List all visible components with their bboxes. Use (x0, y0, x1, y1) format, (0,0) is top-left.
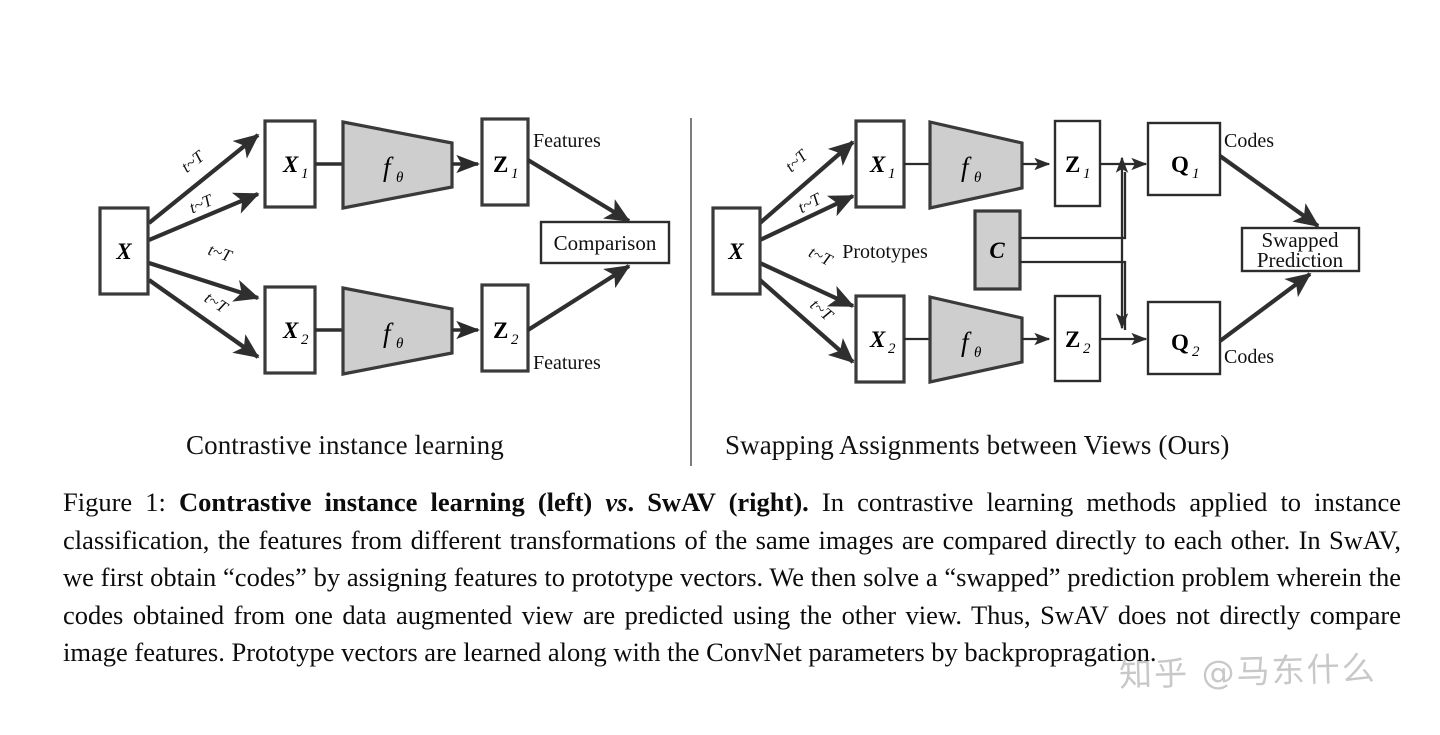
left-view-box-1-label: X (282, 152, 299, 177)
left-feature-box-2-label: Z (493, 318, 508, 343)
right-encoder-1-sub: θ (974, 170, 982, 186)
swapped-prediction-line2: Prediction (1257, 248, 1344, 272)
left-encoder-2-label: f (383, 318, 394, 348)
left-arrow-z1-comparison (526, 158, 631, 223)
left-encoder-2: f θ (341, 286, 454, 376)
left-features-annotation-bottom: Features (533, 352, 601, 374)
left-encoder-1-label: f (383, 152, 394, 182)
panel-caption-left: Contrastive instance learning (186, 430, 504, 460)
right-feature-box-1-label: Z (1065, 152, 1080, 177)
right-view-box-2-sub: 2 (888, 341, 896, 357)
right-view-box-1: X 1 (854, 119, 906, 209)
left-feature-box-1: Z 1 (480, 117, 530, 207)
figure-caption: Figure 1: Contrastive instance learning … (63, 484, 1401, 672)
left-source-box-label: X (115, 239, 132, 264)
swav-figure-diagram: X t~T t~T t~T t~T X 1 X 2 (98, 117, 1361, 466)
left-feature-box-2-sub: 2 (511, 332, 519, 348)
right-source-box-label: X (727, 239, 744, 264)
right-edge-label-4: t~T (806, 295, 837, 326)
right-feature-box-2-label: Z (1065, 327, 1080, 352)
left-encoder-1-sub: θ (396, 170, 404, 186)
right-code-box-2-label: Q (1171, 330, 1189, 355)
left-view-box-1-sub: 1 (301, 166, 309, 182)
left-edge-label-1: t~T (178, 146, 209, 176)
panel-caption-right: Swapping Assignments between Views (Ours… (725, 430, 1230, 460)
codes-annotation-top: Codes (1224, 130, 1274, 152)
left-view-box-1: X 1 (263, 119, 317, 209)
codes-annotation-bottom: Codes (1224, 346, 1274, 368)
left-edge-label-3: t~T (206, 240, 236, 266)
figure-caption-label: Figure 1: (63, 487, 180, 517)
prototypes-box: C (973, 209, 1022, 291)
left-view-box-2: X 2 (263, 285, 317, 375)
left-feature-box-2: Z 2 (480, 283, 530, 373)
figure-caption-vs: vs (605, 487, 628, 517)
left-encoder-1: f θ (341, 120, 454, 210)
comparison-box: Comparison (539, 220, 671, 265)
right-view-box-1-sub: 1 (888, 166, 896, 182)
right-feature-box-2-sub: 2 (1083, 341, 1091, 357)
left-feature-box-1-sub: 1 (511, 166, 519, 182)
right-encoder-1-label: f (961, 152, 972, 182)
left-feature-box-1-label: Z (493, 152, 508, 177)
panel-left: X t~T t~T t~T t~T X 1 X 2 (98, 117, 671, 376)
left-edge-labels: t~T t~T t~T t~T (178, 146, 236, 318)
right-edge-label-3: t~T (806, 242, 837, 270)
augmentation-edges-right (758, 140, 855, 364)
panel-right: X t~T t~T t~T t~T X 1 X 2 (711, 119, 1361, 384)
left-view-box-2-label: X (282, 318, 299, 343)
right-code-box-2: Q 2 (1146, 300, 1222, 376)
right-arrow-q1-prediction (1218, 154, 1320, 228)
prototypes-label: Prototypes (842, 241, 928, 263)
left-arrow-z2-comparison (526, 264, 631, 332)
right-view-box-1-label: X (869, 152, 886, 177)
right-feature-box-2: Z 2 (1053, 294, 1102, 383)
figure-caption-body: In contrastive learning methods applied … (63, 487, 1401, 668)
left-features-annotation-top: Features (533, 130, 601, 152)
swapped-prediction-line1: Swapped (1262, 228, 1339, 252)
figure-caption-bold-title: Contrastive instance learning (left) (179, 487, 606, 517)
right-encoder-2-label: f (961, 327, 972, 357)
right-feature-box-1-sub: 1 (1083, 166, 1091, 182)
left-view-box-2-sub: 2 (301, 332, 309, 348)
right-code-box-2-sub: 2 (1192, 344, 1200, 360)
left-edge-label-4: t~T (201, 288, 232, 318)
right-feature-box-1: Z 1 (1053, 119, 1102, 208)
comparison-box-label: Comparison (554, 231, 657, 255)
left-encoder-2-sub: θ (396, 336, 404, 352)
right-source-box: X (711, 206, 762, 296)
right-arrow-q2-prediction (1218, 272, 1312, 343)
augmentation-edges-left (147, 133, 260, 359)
prototypes-box-label: C (989, 238, 1005, 263)
left-source-box: X (98, 206, 150, 296)
right-encoder-1: f θ (928, 119, 1024, 210)
right-edge-labels: t~T t~T t~T t~T (781, 145, 838, 326)
swapped-prediction-box: Swapped Prediction (1240, 226, 1361, 273)
right-view-box-2: X 2 (854, 294, 906, 384)
figure-caption-bold-title-2: . SwAV (right). (627, 487, 822, 517)
right-encoder-2: f θ (928, 294, 1024, 384)
right-code-box-1-sub: 1 (1192, 166, 1200, 182)
right-code-box-1-label: Q (1171, 152, 1189, 177)
right-encoder-2-sub: θ (974, 345, 982, 361)
right-code-box-1: Q 1 (1146, 121, 1222, 197)
right-edge-label-1: t~T (781, 145, 812, 176)
right-view-box-2-label: X (869, 327, 886, 352)
